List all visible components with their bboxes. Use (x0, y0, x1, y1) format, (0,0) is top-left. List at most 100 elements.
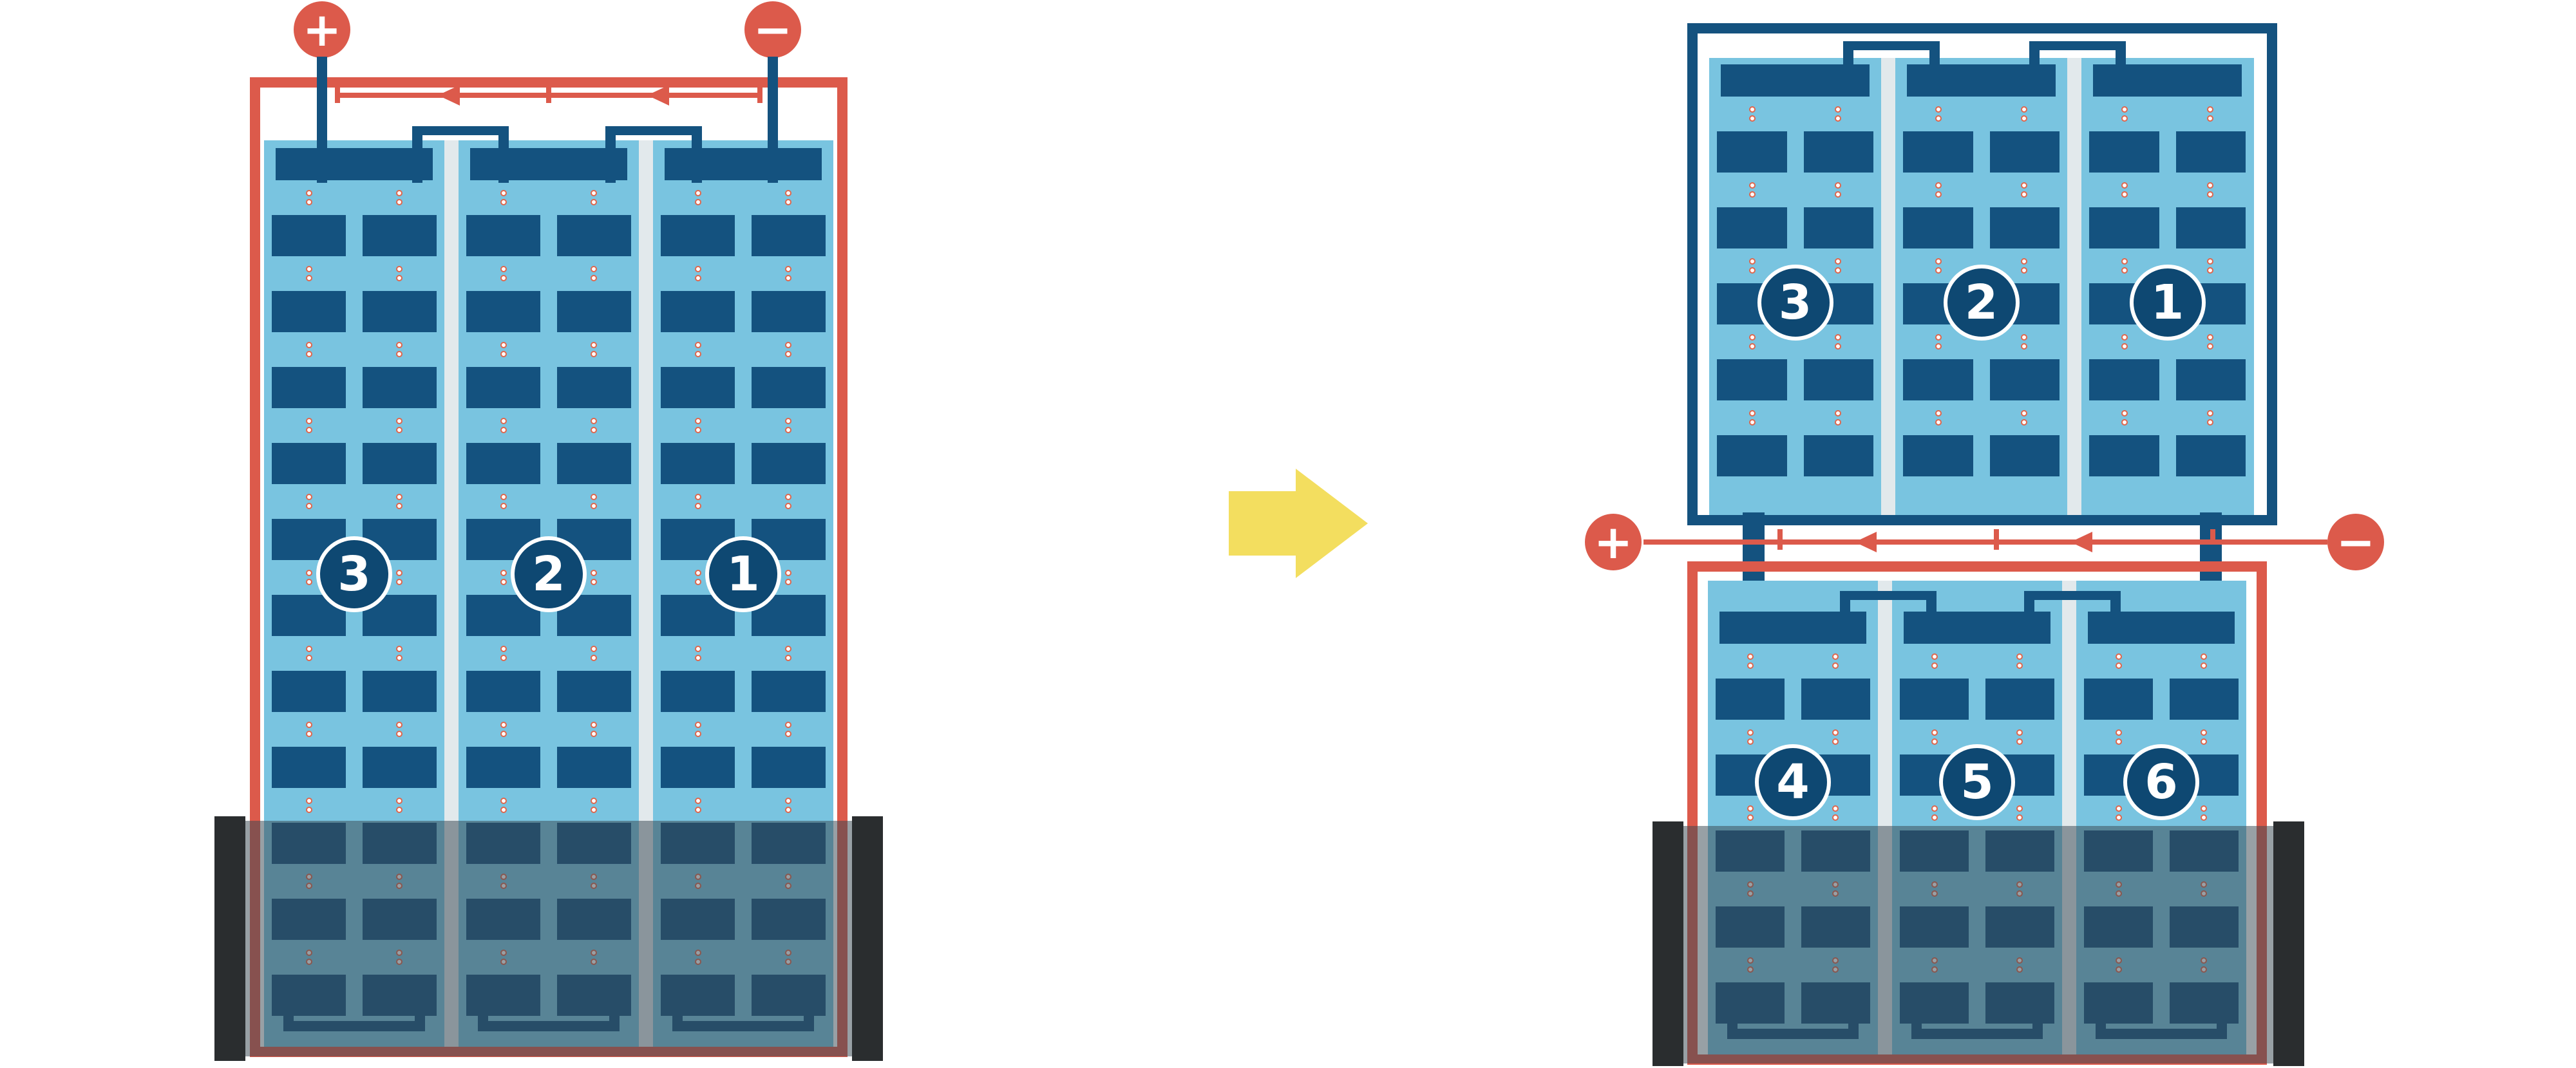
solder-dot (2021, 182, 2028, 189)
shading-cap (214, 816, 245, 1061)
solder-dot (396, 190, 402, 196)
solder-dot (500, 494, 507, 500)
half-cell (272, 367, 346, 408)
solder-dot (1935, 106, 1942, 113)
solder-dot (2016, 805, 2023, 812)
solder-dot (785, 570, 791, 576)
string-label-1: 1 (2129, 265, 2206, 341)
solder-dot (695, 731, 701, 737)
solder-dot (591, 266, 597, 272)
solder-dot (591, 807, 597, 813)
solder-dot (695, 798, 701, 804)
solder-dot (396, 807, 402, 813)
solder-dot (1747, 653, 1754, 660)
half-cell (2175, 359, 2246, 400)
solder-dot (1832, 805, 1839, 812)
solder-dot (396, 199, 402, 205)
solder-dot (695, 427, 701, 433)
string-label-6: 6 (2123, 744, 2199, 820)
solder-dot (785, 731, 791, 737)
solder-dot (306, 731, 312, 737)
half-cell (752, 443, 826, 484)
solder-dot (785, 266, 791, 272)
solder-dot (591, 351, 597, 357)
solder-dot (396, 646, 402, 652)
solder-dot (500, 798, 507, 804)
half-cell (1803, 359, 1873, 400)
solder-dot (2121, 182, 2128, 189)
current-bus-tick (546, 82, 551, 103)
solder-dot (500, 199, 507, 205)
solder-dot (2121, 343, 2128, 350)
solder-dot (2021, 410, 2028, 417)
solder-dot (500, 570, 507, 576)
solder-dot (1935, 191, 1942, 198)
solder-dot (2021, 115, 2028, 122)
solder-dot (1748, 258, 1756, 265)
solder-dot (1931, 653, 1938, 660)
solder-dot (695, 418, 701, 424)
solder-dot (695, 190, 701, 196)
solder-dot (695, 199, 701, 205)
solder-dot (2016, 814, 2023, 821)
solder-dot (785, 342, 791, 348)
string-link-leg (2029, 41, 2040, 97)
half-cell (466, 671, 540, 712)
solder-dot (500, 807, 507, 813)
half-cell (1717, 207, 1787, 248)
solder-dot (500, 190, 507, 196)
half-cell (2089, 359, 2159, 400)
current-bus-right (1643, 539, 2327, 545)
solder-dot (500, 646, 507, 652)
solder-dot (785, 427, 791, 433)
half-cell (661, 443, 735, 484)
half-cell (2170, 679, 2239, 720)
half-cell (2084, 679, 2153, 720)
solder-dot (785, 190, 791, 196)
half-cell (272, 215, 346, 256)
solder-dot (2121, 410, 2128, 417)
half-cell (363, 671, 437, 712)
half-cell (1903, 359, 1973, 400)
half-cell (1903, 435, 1973, 476)
solder-dot (785, 275, 791, 281)
solder-dot (2201, 814, 2207, 821)
solder-dot (2207, 343, 2214, 350)
string-label-3: 3 (1757, 265, 1833, 341)
solder-dot (396, 351, 402, 357)
half-cell (2175, 207, 2246, 248)
half-cell (2175, 131, 2246, 173)
string-link-connector (2029, 41, 2126, 50)
solder-dot (2207, 191, 2214, 198)
half-cell (1803, 435, 1873, 476)
string-link-connector (1840, 591, 1937, 600)
solder-dot (1748, 267, 1756, 274)
left-panel-top-busbar (276, 148, 433, 180)
solder-dot (2207, 182, 2214, 189)
solder-dot (306, 266, 312, 272)
solder-dot (306, 570, 312, 576)
solder-dot (1748, 419, 1756, 426)
solder-dot (396, 427, 402, 433)
current-bus-tick (335, 82, 340, 103)
solder-dot (1935, 343, 1942, 350)
half-cell (661, 747, 735, 788)
solder-dot (306, 579, 312, 585)
solder-dot (1931, 738, 1938, 745)
solder-dot (1748, 106, 1756, 113)
string-link-connector (412, 126, 509, 135)
right-top-panel-string-separator (1881, 58, 1895, 515)
solder-dot (396, 731, 402, 737)
positive-lead-left (317, 57, 327, 183)
solder-dot (1931, 814, 1938, 821)
solder-dot (2207, 267, 2214, 274)
half-cell (363, 367, 437, 408)
solder-dot (695, 503, 701, 509)
string-link-leg (2110, 591, 2121, 644)
half-cell (272, 291, 346, 332)
string-link-leg (1840, 591, 1850, 644)
solder-dot (591, 427, 597, 433)
half-cell (661, 671, 735, 712)
solder-dot (1935, 258, 1942, 265)
current-direction-arrow (647, 85, 669, 106)
